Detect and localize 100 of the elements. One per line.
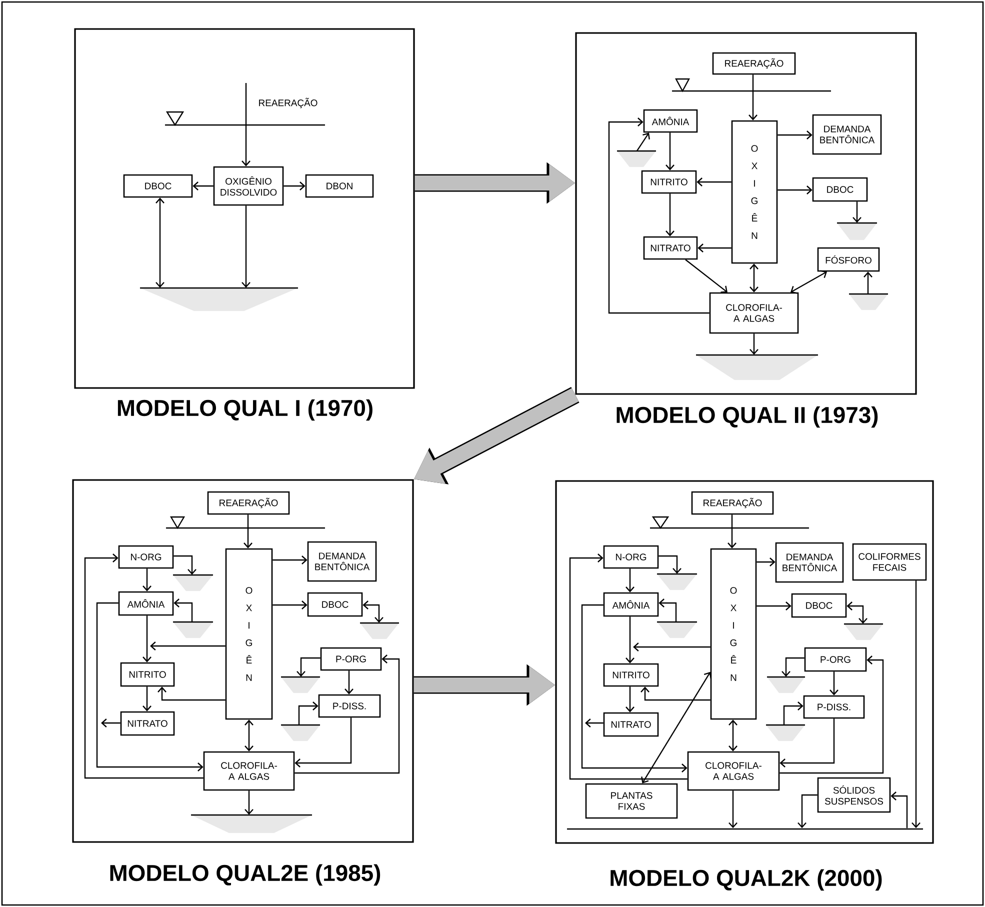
- arrow: [728, 790, 738, 828]
- arrow: [142, 616, 152, 662]
- sediment-bed: [281, 724, 320, 741]
- arrow: [748, 74, 758, 120]
- process-box: O X I G Ê N: [225, 548, 273, 720]
- arrow: [142, 686, 152, 712]
- process-box: OXIGÊNIO DISSOLVIDO: [213, 166, 284, 206]
- process-box: NITRATO: [120, 711, 175, 736]
- arrow: [192, 182, 214, 190]
- process-box: DBOC: [812, 177, 868, 202]
- process-box: P-DISS.: [318, 694, 381, 718]
- arrow: [666, 194, 674, 236]
- arrow: [101, 718, 120, 728]
- process-box: PLANTAS FIXAS: [585, 783, 678, 819]
- sediment-bed: [173, 621, 213, 638]
- arrow: [244, 720, 254, 752]
- arrow: [696, 178, 732, 186]
- sediment-bed: [191, 814, 312, 833]
- process-box: P-DISS.: [803, 695, 865, 719]
- process-box: REAERAÇÃO: [207, 491, 290, 515]
- process-box: COLIFORMES FECAIS: [852, 543, 927, 581]
- process-box: DBOC: [307, 592, 363, 617]
- process-box: O X I G Ê N: [710, 548, 757, 720]
- sediment-bed: [849, 293, 888, 310]
- sediment-bed: [281, 676, 320, 693]
- arrow: [581, 604, 688, 772]
- arrow: [344, 670, 354, 694]
- arrow: [142, 568, 152, 592]
- panel-caption: MODELO QUAL2E (1985): [110, 864, 380, 886]
- arrow: [156, 198, 164, 288]
- arrow: [174, 598, 193, 622]
- arrow: [294, 654, 400, 774]
- process-box: REAERAÇÃO: [691, 491, 774, 515]
- process-box: P-ORG: [804, 647, 867, 672]
- arrow: [756, 558, 776, 566]
- process-box: NITRITO: [603, 663, 659, 687]
- panel-caption: MODELO QUAL I (1970): [118, 399, 372, 421]
- process-box: DEMANDA BENTÔNICA: [775, 542, 844, 583]
- arrow: [728, 514, 736, 548]
- arrow: [84, 554, 204, 779]
- arrow: [750, 334, 758, 355]
- arrow: [658, 555, 682, 574]
- process-box: NITRATO: [603, 712, 659, 737]
- process-box: DBOC: [123, 174, 193, 198]
- arrow: [244, 790, 254, 815]
- arrow: [272, 600, 308, 610]
- arrow: [150, 642, 226, 650]
- arrow: [585, 718, 604, 728]
- sediment-bed: [657, 621, 697, 638]
- arrow: [830, 672, 838, 696]
- panel-caption: MODELO QUAL2K (2000): [610, 869, 882, 891]
- arrow: [298, 702, 318, 725]
- process-box: CLOROFILA-A ALGAS: [709, 292, 799, 334]
- arrow: [158, 686, 226, 701]
- arrow: [685, 259, 728, 293]
- arrow: [284, 182, 306, 190]
- process-box: DBOC: [791, 593, 847, 618]
- process-box: DBON: [305, 174, 374, 198]
- process-box: NITRITO: [641, 170, 697, 194]
- sediment-bed: [844, 623, 883, 640]
- process-box: FÓSFORO: [817, 247, 880, 272]
- sediment-bed: [837, 222, 877, 240]
- arrow: [626, 568, 634, 592]
- sediment-bed: [360, 622, 399, 639]
- arrow: [272, 556, 308, 564]
- process-box: AMÔNIA: [603, 592, 659, 617]
- process-box: P-ORG: [320, 647, 382, 671]
- process-box: AMÔNIA: [118, 591, 174, 616]
- arrow: [626, 686, 634, 712]
- arrow: [174, 555, 196, 575]
- arrow: [569, 554, 688, 780]
- arrow: [864, 272, 872, 294]
- arrow: [790, 270, 828, 294]
- sediment-bed: [766, 724, 805, 741]
- arrow: [633, 642, 710, 652]
- arrow: [608, 118, 710, 314]
- arrow: [782, 657, 804, 677]
- arrow: [362, 600, 384, 623]
- arrow: [780, 718, 835, 768]
- arrow: [846, 602, 868, 624]
- arrow: [750, 264, 758, 292]
- arrow: [783, 702, 804, 725]
- process-box: DEMANDA BENTÔNICA: [307, 541, 377, 582]
- process-box: REAERAÇÃO: [712, 52, 796, 75]
- arrow: [778, 186, 812, 194]
- arrow: [798, 794, 818, 828]
- sediment-bed: [696, 354, 818, 380]
- panel-caption: MODELO QUAL II (1973): [616, 406, 878, 428]
- process-box: NITRATO: [643, 236, 698, 260]
- arrow: [641, 672, 712, 784]
- arrow: [658, 598, 677, 622]
- sediment-bed: [617, 150, 656, 167]
- process-box: O X I G Ê N: [731, 120, 778, 264]
- arrow: [912, 580, 920, 828]
- arrow: [244, 514, 252, 548]
- arrow: [626, 616, 634, 664]
- process-box: N-ORG: [118, 545, 174, 569]
- arrow: [698, 244, 732, 252]
- arrow: [756, 602, 792, 610]
- arrow: [728, 720, 738, 752]
